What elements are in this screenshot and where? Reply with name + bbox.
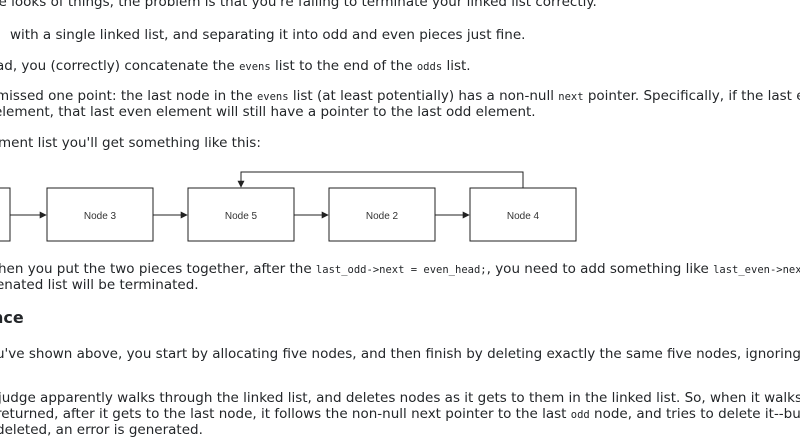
answer-paragraph-6-line-2: enated list will be terminated.: [0, 277, 199, 293]
node-label-1: Node 3: [84, 211, 117, 222]
answer-paragraph-3: ad, you (correctly) concatenate the even…: [0, 58, 471, 74]
evens-code-2: evens: [256, 91, 289, 103]
node-partial-box: [0, 187, 11, 242]
last-even-code: last_even->next: [713, 264, 800, 276]
last-odd-code: last_odd->next = even_head;: [315, 264, 487, 276]
answer-paragraph-8-line-1: judge apparently walks through the linke…: [0, 390, 800, 406]
evens-code: evens: [239, 61, 271, 73]
answer-paragraph-6-line-1: hen you put the two pieces together, aft…: [0, 261, 800, 279]
answer-paragraph-8-line-2: returned, after it gets to the last node…: [0, 406, 800, 422]
next-code: next: [558, 91, 584, 103]
linked-list-diagram: Node 3 Node 5 Node 2 Node 4: [0, 171, 577, 242]
answer-paragraph-5: ment list you'll get something like this…: [0, 135, 261, 151]
node-label-2: Node 5: [225, 211, 258, 222]
odd-code: odd: [570, 409, 590, 421]
answer-paragraph-8-line-3: deleted, an error is generated.: [0, 422, 203, 438]
odds-code: odds: [416, 61, 443, 73]
answer-paragraph-7: u've shown above, you start by allocatin…: [0, 346, 800, 362]
answer-paragraph-1: he looks of things, the problem is that …: [0, 0, 597, 10]
answer-paragraph-4-line-2: element, that last even element will sti…: [0, 104, 536, 120]
node-box-2: [187, 187, 295, 242]
answer-paragraph-2: with a single linked list, and separatin…: [10, 27, 526, 43]
node-label-4: Node 4: [507, 211, 540, 222]
node-label-3: Node 2: [366, 211, 399, 222]
answer-paragraph-4-line-1: missed one point: the last node in the e…: [0, 88, 800, 104]
arrow-back-pointer: [237, 171, 524, 188]
node-box-1: [46, 187, 154, 242]
section-heading: nce: [0, 308, 24, 327]
node-box-3: [328, 187, 436, 242]
node-box-4: [469, 187, 577, 242]
